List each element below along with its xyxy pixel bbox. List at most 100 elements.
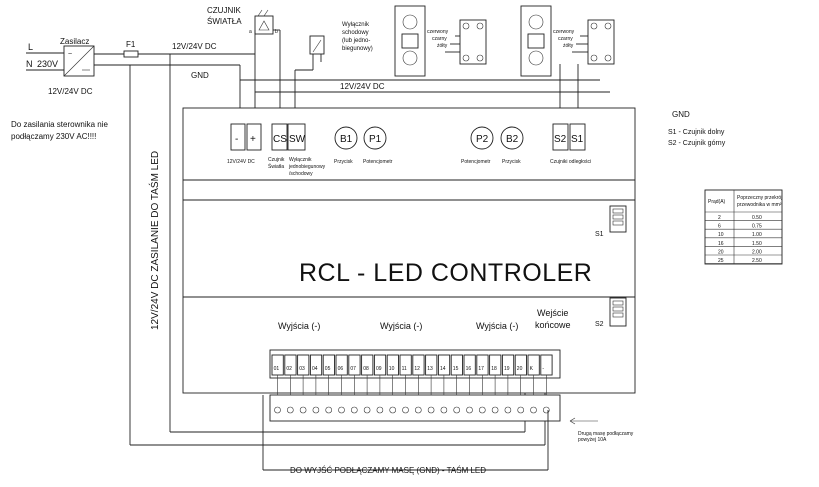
bottom-terminal-box bbox=[309, 354, 323, 376]
terminal-screw bbox=[376, 406, 384, 414]
terminal-screw bbox=[299, 406, 307, 414]
terminal-screw bbox=[427, 406, 435, 414]
mains-voltage-label: 230V bbox=[37, 59, 58, 69]
left-wire-black: czarny bbox=[432, 36, 447, 42]
bottom-terminal-box bbox=[373, 354, 387, 376]
terminal-b2 bbox=[500, 126, 524, 150]
bottom-note-line1: Drugą masę podłączamy bbox=[578, 431, 634, 437]
bottom-terminal-label: K bbox=[530, 366, 534, 372]
bottom-terminal-label: 09 bbox=[376, 366, 382, 372]
bottom-terminal-box bbox=[437, 354, 451, 376]
psu-label: Zasilacz bbox=[60, 37, 89, 46]
dip-switch-s1-label: S1 bbox=[595, 231, 604, 238]
bottom-terminal-label: - bbox=[542, 366, 544, 372]
wire-table-section: 2.50 bbox=[752, 258, 762, 264]
light-sensor-label-line1: CZUJNIK bbox=[207, 6, 241, 15]
left-wire-yellow: żółty bbox=[437, 43, 448, 49]
bottom-terminal-label: 02 bbox=[286, 366, 292, 372]
light-sensor-icon bbox=[254, 15, 274, 35]
light-sensor-pin-a: a bbox=[249, 29, 252, 35]
fuse-label: F1 bbox=[126, 40, 136, 49]
wire-table-section: 0.50 bbox=[752, 215, 762, 221]
bottom-terminal-box bbox=[540, 354, 553, 376]
terminal-cs-label: CS bbox=[273, 134, 287, 145]
switch-icon bbox=[309, 35, 325, 55]
terminal-screw bbox=[466, 406, 473, 414]
bottom-terminal-box bbox=[425, 354, 438, 376]
lower-screws bbox=[274, 375, 550, 414]
wire-table-section: 2.00 bbox=[752, 249, 762, 255]
bottom-note-line2: powyżej 10A bbox=[578, 437, 607, 443]
terminal-screw bbox=[491, 406, 499, 414]
terminal-s1 bbox=[569, 123, 586, 151]
gnd-label: GND bbox=[191, 71, 209, 80]
bottom-terminal-box bbox=[297, 354, 310, 376]
led-supply-vertical-label: 12V/24V DC ZASILANIE DO TAŚM LED bbox=[148, 151, 161, 330]
outputs-label-2: Wyjścia (-) bbox=[380, 321, 422, 331]
end-input-line1: Wejście bbox=[537, 308, 568, 318]
terminal-screw bbox=[478, 406, 486, 414]
bottom-terminal-label: 10 bbox=[389, 366, 395, 372]
terminal-p2-label: P2 bbox=[476, 134, 489, 145]
bottom-terminal-box bbox=[514, 354, 527, 376]
bottom-terminal-label: 06 bbox=[338, 366, 344, 372]
left-wire-red: czerwony bbox=[427, 29, 449, 35]
bus-voltage-label: 12V/24V DC bbox=[172, 42, 217, 51]
terminal-screw bbox=[312, 406, 320, 414]
legend-s2: S2 - Czujnik górny bbox=[668, 140, 726, 147]
legend-gnd: GND bbox=[672, 110, 690, 119]
terminal-screw bbox=[402, 406, 409, 414]
right-wire-black: czarny bbox=[558, 36, 573, 42]
terminal-cs bbox=[271, 123, 288, 151]
power-supply-section: L N 230V Zasilacz ~ 12V/24V DC F1 12V/24… bbox=[11, 37, 546, 446]
fuse-icon bbox=[123, 50, 139, 58]
bottom-terminal-box bbox=[386, 354, 399, 376]
mains-n-label: N bbox=[26, 59, 33, 69]
bottom-terminal-box bbox=[476, 354, 489, 376]
power-note-line1: Do zasilania sterownika nie bbox=[11, 120, 108, 129]
terminal-sw bbox=[287, 123, 306, 151]
wire-table-section: 1.50 bbox=[752, 241, 762, 247]
bottom-terminal-label: 16 bbox=[466, 366, 472, 372]
bottom-terminal-box bbox=[322, 354, 335, 376]
controller-body: - + CS SW B1 P1 P2 B2 S2 S1 12V/24V DC C… bbox=[182, 107, 636, 394]
wire-table-header-section1: Poprzeczny przekrój bbox=[737, 195, 782, 201]
terminal-plus-label: + bbox=[250, 134, 256, 145]
bottom-terminal-label: 18 bbox=[491, 366, 497, 372]
terminal-screw bbox=[350, 406, 358, 414]
terminal-minus-label: - bbox=[235, 134, 238, 145]
gnd-caption: DO WYJŚĆ PODŁĄCZAMY MASĘ (GND) - TAŚM LE… bbox=[290, 466, 486, 475]
terminal-plus bbox=[246, 123, 262, 151]
terminal-screw bbox=[325, 406, 333, 414]
gnd-bracket: DO WYJŚĆ PODŁĄCZAMY MASĘ (GND) - TAŚM LE… bbox=[262, 395, 634, 475]
light-sensor-pin-b: b bbox=[275, 29, 278, 35]
terminal-screw bbox=[517, 406, 525, 414]
terminal-s2-label: S2 bbox=[554, 134, 567, 145]
legend-s1: S1 - Czujnik dolny bbox=[668, 129, 725, 136]
bottom-terminal-box bbox=[450, 354, 463, 376]
bottom-terminal-label: 05 bbox=[325, 366, 331, 372]
wire-table-current: 25 bbox=[718, 258, 724, 264]
terminal-screw bbox=[504, 406, 512, 414]
terminal-screw bbox=[530, 406, 537, 414]
psu-output-label: 12V/24V DC bbox=[48, 87, 93, 96]
caption-b1: Przycisk bbox=[334, 159, 353, 165]
caption-p1: Potencjometr bbox=[363, 159, 393, 165]
bottom-terminal-box bbox=[399, 354, 412, 376]
bottom-terminal-label: 03 bbox=[299, 366, 305, 372]
wire-table-outline bbox=[704, 189, 783, 265]
terminal-s1-label: S1 bbox=[571, 134, 584, 145]
svg-text:~: ~ bbox=[68, 51, 72, 58]
terminal-screw bbox=[414, 406, 422, 414]
bottom-terminal-label: 17 bbox=[478, 366, 484, 372]
terminal-screw bbox=[453, 406, 461, 414]
bottom-terminal-box bbox=[284, 354, 297, 376]
outputs-label-3: Wyjścia (-) bbox=[476, 321, 518, 331]
bus-voltage-label-2: 12V/24V DC bbox=[340, 82, 385, 91]
wire-table-current: 2 bbox=[718, 215, 721, 221]
bottom-terminal-label: 20 bbox=[517, 366, 523, 372]
outputs-label-1: Wyjścia (-) bbox=[278, 321, 320, 331]
right-wire-yellow: żółty bbox=[563, 43, 574, 49]
wire-table-current: 20 bbox=[718, 249, 724, 255]
